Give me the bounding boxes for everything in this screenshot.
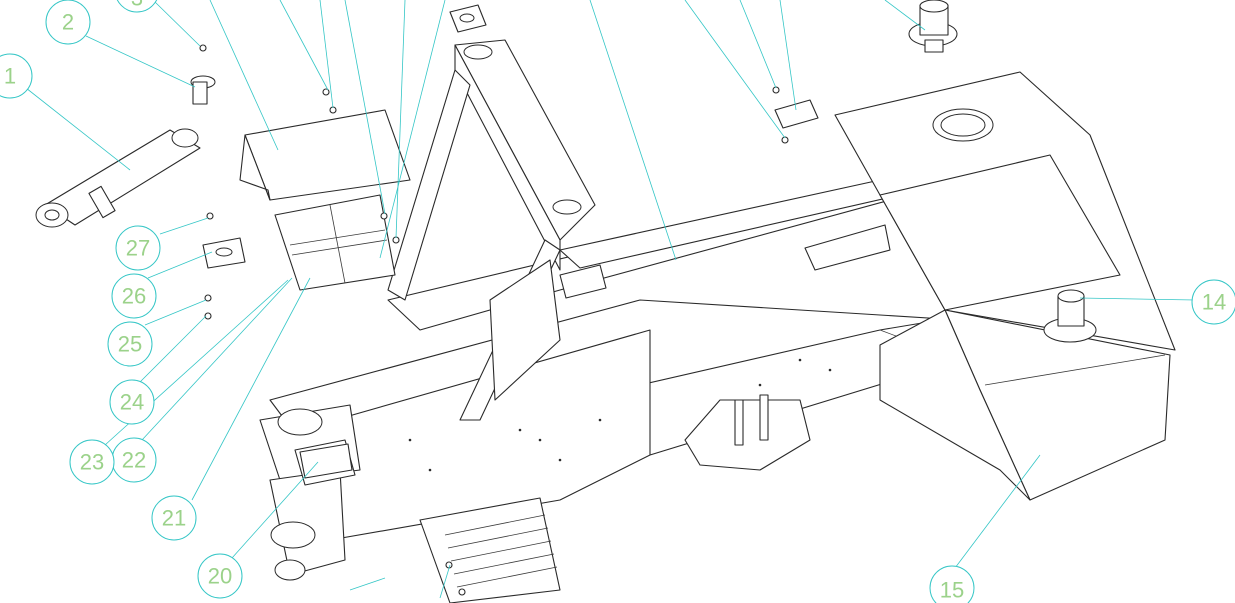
callout-label-15: 15 — [940, 578, 964, 603]
leader-top-b — [279, 0, 329, 91]
leader-2 — [85, 35, 196, 88]
callout-1: 1 — [0, 53, 33, 99]
callout-23: 23 — [69, 439, 115, 485]
callout-label-1: 1 — [4, 64, 16, 89]
leader-top-g — [589, 0, 677, 261]
pin — [190, 75, 216, 105]
leader-26 — [147, 251, 213, 279]
pad-parts — [202, 237, 353, 479]
callout-3: 3 — [116, 0, 158, 13]
fasteners — [199, 44, 789, 596]
callout-label-24: 24 — [120, 390, 144, 415]
callout-2: 2 — [45, 0, 91, 45]
leader-top-e — [395, 0, 406, 239]
leader-top-k — [884, 0, 926, 31]
top-breather — [908, 0, 958, 53]
callout-20: 20 — [197, 553, 243, 599]
leader-14 — [1079, 297, 1196, 301]
callout-label-26: 26 — [122, 284, 146, 309]
leader-25 — [144, 299, 207, 326]
leader-15 — [954, 454, 1041, 569]
callout-label-20: 20 — [208, 564, 232, 589]
leader-20 — [231, 461, 319, 559]
callout-label-21: 21 — [162, 506, 186, 531]
callout-label-2: 2 — [62, 10, 74, 35]
callout-24: 24 — [109, 379, 155, 425]
callout-25: 25 — [107, 321, 153, 367]
callout-label-3: 3 — [131, 0, 143, 11]
callout-label-14: 14 — [1202, 290, 1226, 315]
leader-top-a — [209, 0, 279, 151]
tower-frame — [387, 4, 596, 421]
leader-top-d — [344, 0, 386, 215]
leader-3 — [154, 1, 201, 47]
step-ladder — [419, 497, 561, 603]
leader-top-f — [379, 0, 446, 259]
leader-21 — [191, 277, 311, 501]
hydraulic-cylinder — [35, 128, 201, 228]
leader-top-j — [779, 0, 797, 111]
cover-plate — [239, 109, 411, 201]
callout-label-27: 27 — [126, 236, 150, 261]
callout-label-23: 23 — [80, 450, 104, 475]
leader-top-c — [319, 0, 334, 109]
leader-bot-b — [439, 564, 451, 599]
leader-bot-a — [349, 577, 386, 591]
callout-22: 22 — [111, 437, 157, 483]
leader-22 — [141, 277, 293, 441]
leader-1 — [25, 87, 131, 171]
callout-label-25: 25 — [118, 332, 142, 357]
callout-15: 15 — [929, 565, 975, 603]
leader-27 — [159, 217, 209, 235]
leader-top-i — [739, 0, 777, 89]
mount-plate — [274, 194, 396, 291]
bracket-plates — [559, 99, 891, 471]
rear-tank-assembly — [834, 71, 1176, 501]
callout-14: 14 — [1191, 279, 1235, 325]
callout-21: 21 — [151, 495, 197, 541]
callout-label-22: 22 — [122, 448, 146, 473]
callout-26: 26 — [111, 273, 157, 319]
leader-24 — [139, 315, 207, 383]
callout-27: 27 — [115, 225, 161, 271]
leader-top-h — [684, 0, 786, 139]
